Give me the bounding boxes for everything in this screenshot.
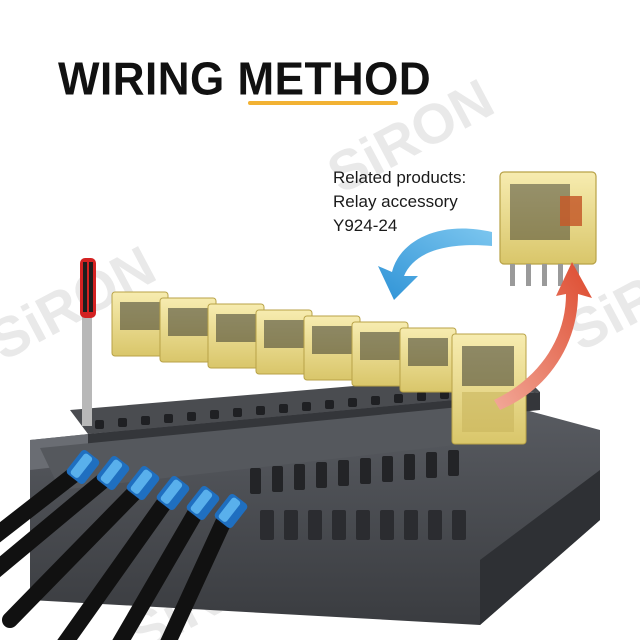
- page-title: WIRING METHOD: [58, 53, 432, 106]
- related-product-model: Y924-24: [333, 216, 398, 235]
- related-product-name: Relay accessory: [333, 192, 458, 211]
- relay-icon: [159, 297, 217, 363]
- screwdriver-icon: [80, 258, 96, 426]
- title-underline: [248, 101, 398, 105]
- relay-accessory-image: [499, 171, 597, 286]
- relay-icon: [255, 309, 313, 375]
- related-products-caption: Related products: Relay accessory Y924-2…: [333, 166, 466, 238]
- relay-icon: [111, 291, 169, 357]
- related-products-label: Related products:: [333, 168, 467, 187]
- relay-icon: [399, 327, 457, 393]
- relay-icon: [351, 321, 409, 387]
- cable-icon: [0, 450, 248, 640]
- blue-arrow-icon: [378, 228, 492, 300]
- relay-row: [111, 291, 527, 445]
- red-arrow-icon: [494, 262, 592, 410]
- relay-icon: [303, 315, 361, 381]
- relay-icon: [451, 333, 527, 445]
- relay-icon: [207, 303, 265, 369]
